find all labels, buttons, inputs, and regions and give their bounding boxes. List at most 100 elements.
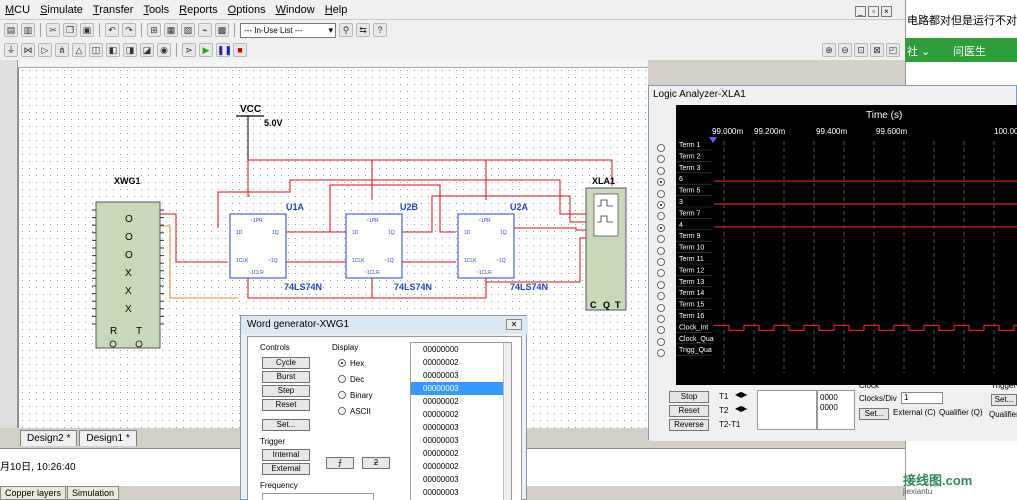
wg-frequency-input[interactable] — [262, 493, 374, 500]
wg-data-row[interactable]: 00000003 — [423, 436, 459, 445]
cmos-icon[interactable]: ◧ — [106, 43, 120, 57]
zoom-area-icon[interactable]: ⊡ — [854, 43, 868, 57]
wg-data-row[interactable]: 00000003 — [423, 475, 459, 484]
menu-window[interactable]: Window — [275, 3, 315, 16]
la-channel-radio[interactable] — [657, 292, 665, 301]
basic-icon[interactable]: ⋈ — [21, 43, 35, 57]
la-channel-radio[interactable] — [657, 303, 665, 312]
la-channel-radio[interactable] — [657, 315, 665, 323]
wg-step-button[interactable]: Step — [262, 385, 310, 397]
wg-data-row[interactable]: 00000003 — [423, 371, 459, 380]
menu-mcu[interactable]: MCU — [5, 3, 31, 16]
la-t2-arrows-icon[interactable]: ◀▶ — [735, 404, 748, 413]
la-channel-radio[interactable] — [657, 349, 665, 358]
close-icon[interactable]: × — [881, 6, 892, 17]
la-channel-radio[interactable] — [657, 235, 665, 244]
fullscreen-icon[interactable]: ◰ — [886, 43, 900, 57]
la-stop-button[interactable]: Stop — [669, 391, 709, 403]
la-channel-radio[interactable] — [657, 201, 665, 209]
analysis-icon[interactable]: ⌁ — [198, 23, 212, 37]
menu-help[interactable]: Help — [324, 3, 348, 16]
wg-data-row[interactable]: 00000000 — [423, 345, 459, 354]
la-channel-radio[interactable] — [657, 223, 665, 232]
la-channel-radio[interactable] — [657, 337, 665, 346]
wg-data-row[interactable]: 00000002 — [423, 410, 459, 419]
zoom-in-icon[interactable]: ⊕ — [822, 43, 836, 57]
print-icon[interactable]: ▤ — [4, 23, 18, 37]
database-icon[interactable]: ▩ — [215, 23, 229, 37]
la-t1-arrows-icon[interactable]: ◀▶ — [735, 390, 748, 399]
minimize-icon[interactable]: _ — [855, 6, 866, 17]
pause-icon[interactable]: ❚❚ — [216, 43, 233, 57]
la-cursor-icon[interactable] — [709, 137, 717, 143]
tab-simulation[interactable]: Simulation — [67, 486, 120, 500]
component-icon[interactable]: ⊞ — [147, 23, 161, 37]
wg-reset-button[interactable]: Reset — [262, 399, 310, 411]
la-reset-button[interactable]: Reset — [669, 405, 709, 417]
tab-copper-layers[interactable]: Copper layers — [0, 486, 67, 500]
wg-set-button[interactable]: Set... — [262, 419, 310, 431]
nav-link-ask-doctor[interactable]: 问医生 — [953, 46, 986, 58]
wg-scrollbar[interactable] — [503, 343, 511, 500]
wg-rising-edge-icon[interactable]: ⨍ — [326, 457, 354, 469]
menu-options[interactable]: Options — [227, 3, 266, 16]
zoom-fit-icon[interactable]: ⊠ — [870, 43, 884, 57]
la-channel-radio[interactable] — [657, 166, 665, 175]
copy-icon[interactable]: ❐ — [63, 23, 77, 37]
indicator-icon[interactable]: ◉ — [157, 43, 171, 57]
grapher-icon[interactable]: ▦ — [164, 23, 178, 37]
restore-icon[interactable]: ▫ — [868, 6, 879, 17]
tab-design1[interactable]: Design1 * — [79, 430, 137, 446]
la-channel-radio[interactable] — [657, 258, 665, 266]
tab-design2[interactable]: Design2 * — [20, 430, 78, 446]
wg-data-row[interactable]: 00000003 — [411, 382, 511, 395]
nav-link-community[interactable]: 社 ⌄ — [907, 46, 931, 58]
run-icon[interactable]: ▶ — [199, 43, 213, 57]
la-channel-radio[interactable] — [657, 155, 665, 164]
la-channel-radio[interactable] — [657, 326, 665, 335]
wg-data-row[interactable]: 00000002 — [423, 397, 459, 406]
wg-data-list[interactable]: 00000000 00000002 00000003 00000003 00000002… — [410, 342, 512, 500]
help-icon[interactable]: ? — [373, 23, 387, 37]
wg-data-row[interactable]: 00000002 — [423, 462, 459, 471]
wg-close-icon[interactable]: ✕ — [506, 319, 522, 330]
wg-data-row[interactable]: 00000002 — [423, 358, 459, 367]
ttl-icon[interactable]: ◫ — [89, 43, 103, 57]
in-use-list-select[interactable]: --- In-Use List --- — [240, 22, 336, 38]
la-channel-radio[interactable] — [657, 178, 665, 187]
wg-data-row[interactable]: 00000002 — [423, 449, 459, 458]
menu-tools[interactable]: Tools — [143, 3, 170, 16]
sim-pause-step-icon[interactable]: ⋗ — [182, 43, 196, 57]
la-channel-radio[interactable] — [657, 212, 665, 221]
print-preview-icon[interactable]: ▥ — [21, 23, 35, 37]
diode-icon[interactable]: ▷ — [38, 43, 52, 57]
undo-icon[interactable]: ↶ — [105, 23, 119, 37]
stop-icon[interactable]: ■ — [233, 43, 247, 57]
la-channel-radio[interactable] — [657, 144, 665, 152]
wg-radio-hex[interactable] — [338, 359, 346, 367]
la-clocks-div-input[interactable]: 1 — [901, 392, 943, 404]
wg-cycle-button[interactable]: Cycle — [262, 357, 310, 369]
wg-burst-button[interactable]: Burst — [262, 371, 310, 383]
power-source-icon[interactable]: ⏚ — [4, 43, 18, 57]
redo-icon[interactable]: ↷ — [122, 23, 136, 37]
la-channel-radio[interactable] — [657, 189, 665, 198]
analog-icon[interactable]: △ — [72, 43, 86, 57]
la-trigger-set-button[interactable]: Set... — [991, 394, 1017, 406]
misc-digital-icon[interactable]: ◨ — [123, 43, 137, 57]
wg-radio-dec[interactable] — [338, 375, 346, 383]
menu-reports[interactable]: Reports — [179, 3, 218, 16]
zoom-out-icon[interactable]: ⊖ — [838, 43, 852, 57]
la-channel-radio[interactable] — [657, 246, 665, 255]
wg-external-button[interactable]: External — [262, 463, 310, 475]
la-channel-radio[interactable] — [657, 269, 665, 278]
probe-icon[interactable]: ⚲ — [339, 23, 353, 37]
la-reverse-button[interactable]: Reverse — [669, 419, 709, 431]
wg-data-row[interactable]: 00000003 — [423, 488, 459, 497]
paste-icon[interactable]: ▣ — [80, 23, 94, 37]
back-annotate-icon[interactable]: ⇆ — [356, 23, 370, 37]
wg-internal-button[interactable]: Internal — [262, 449, 310, 461]
wg-data-row[interactable]: 00000003 — [423, 423, 459, 432]
la-clock-set-button[interactable]: Set... — [859, 408, 889, 420]
mixed-icon[interactable]: ◪ — [140, 43, 154, 57]
